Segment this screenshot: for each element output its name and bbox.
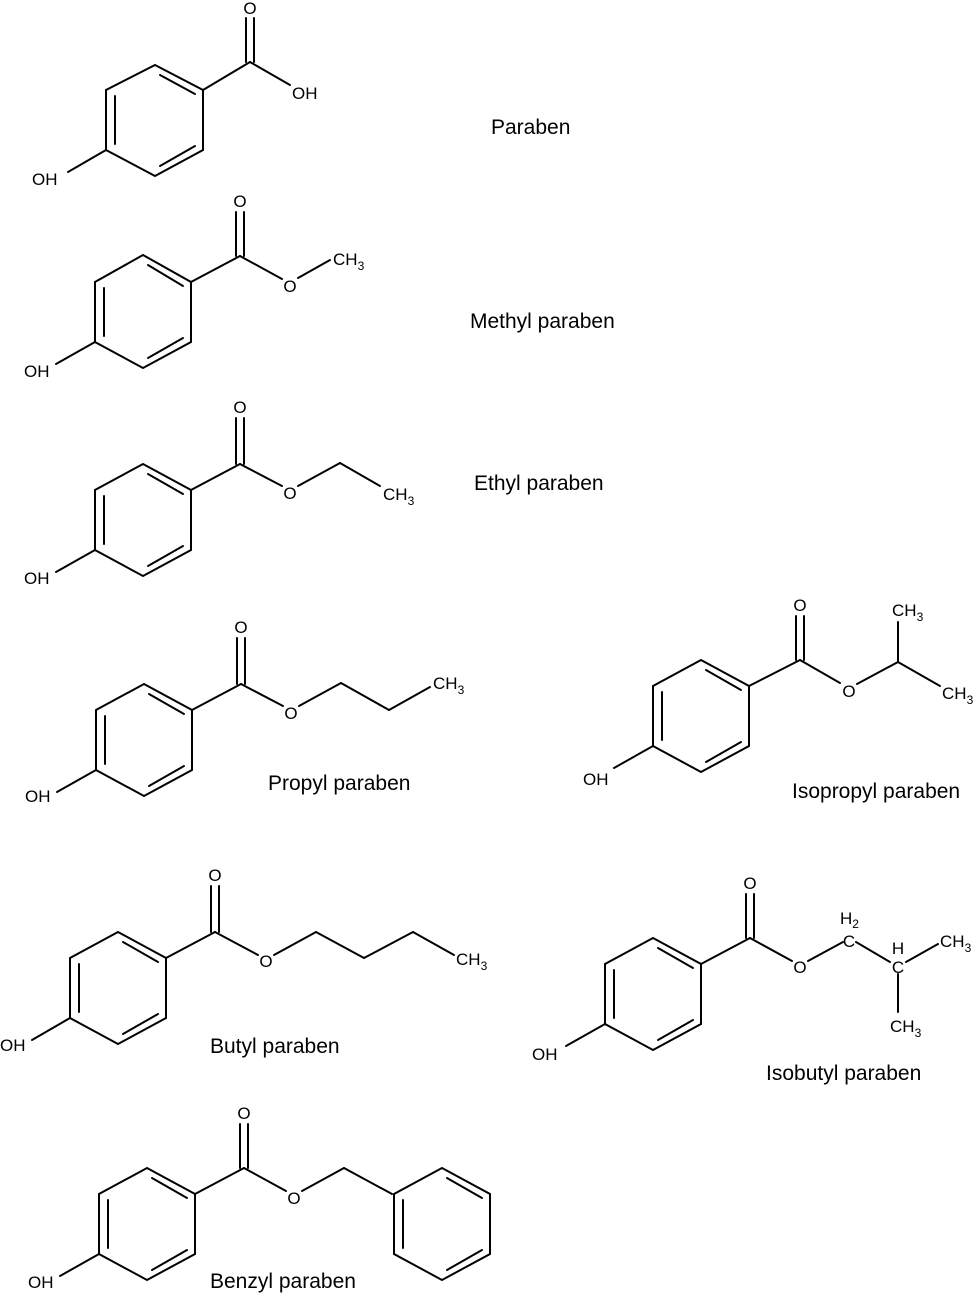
benzene-ring <box>604 936 702 1052</box>
phenol-hydroxyl-label: OH <box>28 1273 54 1292</box>
phenol-hydroxyl-label: OH <box>24 362 50 381</box>
compound-name: Methyl paraben <box>470 310 615 333</box>
benzene-ring <box>94 462 192 578</box>
carbonyl-oxygen-label: O <box>243 0 256 18</box>
structure-isopropyl-paraben: O O CH3 CH3 OH Isopropyl paraben <box>583 596 974 803</box>
ester-oxygen-label: O <box>842 682 855 701</box>
methyl-group-label: CH3 <box>940 932 972 955</box>
carbonyl-oxygen-label: O <box>793 596 806 615</box>
methylene-label: H2 <box>840 909 859 931</box>
benzyl-phenyl-ring <box>393 1166 491 1282</box>
structure-butyl-paraben: O O CH3 OH Butyl paraben <box>0 866 488 1058</box>
methyl-group-label: CH3 <box>433 674 465 697</box>
structure-isobutyl-paraben: O O H2 C H C CH3 CH3 OH Isobutyl paraben <box>532 874 972 1085</box>
carbonyl-oxygen-label: O <box>233 398 246 417</box>
benzene-ring <box>94 253 192 370</box>
compound-name: Isopropyl paraben <box>792 780 960 803</box>
ester-oxygen-label: O <box>793 958 806 977</box>
structure-benzyl-paraben: O O OH Benzyl paraben <box>28 1104 491 1293</box>
acid-hydroxyl-label: OH <box>292 84 318 103</box>
methyl-group-label: CH3 <box>383 485 415 508</box>
structure-ethyl-paraben: O O CH3 OH Ethyl paraben <box>24 398 604 588</box>
compound-name: Ethyl paraben <box>474 472 604 495</box>
structure-paraben: O OH OH Paraben <box>32 0 570 189</box>
compound-name: Isobutyl paraben <box>766 1062 921 1085</box>
methyl-group-label: CH3 <box>892 601 924 624</box>
phenol-hydroxyl-label: OH <box>583 770 609 789</box>
methine-hydrogen-label: H <box>892 939 904 958</box>
compound-name: Paraben <box>491 116 570 139</box>
ester-oxygen-label: O <box>283 277 296 296</box>
structure-propyl-paraben: O O CH3 OH Propyl paraben <box>25 618 465 806</box>
structure-methyl-paraben: O O CH3 OH Methyl paraben <box>24 192 615 381</box>
carbonyl-oxygen-label: O <box>234 618 247 637</box>
phenol-hydroxyl-label: OH <box>532 1045 558 1064</box>
ester-oxygen-label: O <box>283 484 296 503</box>
carbonyl-oxygen-label: O <box>743 874 756 893</box>
methylene-carbon-label: C <box>843 932 855 951</box>
ester-oxygen-label: O <box>287 1189 300 1208</box>
compound-name: Butyl paraben <box>210 1035 340 1058</box>
methyl-group-label: CH3 <box>456 950 488 973</box>
ester-oxygen-label: O <box>259 952 272 971</box>
phenol-hydroxyl-label: OH <box>0 1036 26 1055</box>
benzene-ring <box>69 930 167 1046</box>
carbonyl-oxygen-label: O <box>237 1104 250 1123</box>
methyl-group-label: CH3 <box>333 250 365 273</box>
ester-oxygen-label: O <box>284 704 297 723</box>
phenol-hydroxyl-label: OH <box>25 787 51 806</box>
benzene-ring <box>105 63 204 178</box>
benzene-ring <box>95 682 193 798</box>
methyl-group-label: CH3 <box>942 684 974 707</box>
methyl-group-label: CH3 <box>890 1017 922 1040</box>
benzene-ring <box>652 658 750 774</box>
benzene-ring <box>98 1166 196 1282</box>
compound-name: Benzyl paraben <box>210 1270 356 1293</box>
compound-name: Propyl paraben <box>268 772 410 795</box>
methine-carbon-label: C <box>892 958 904 977</box>
phenol-hydroxyl-label: OH <box>32 170 58 189</box>
carbonyl-oxygen-label: O <box>233 192 246 211</box>
phenol-hydroxyl-label: OH <box>24 569 50 588</box>
carbonyl-oxygen-label: O <box>208 866 221 885</box>
